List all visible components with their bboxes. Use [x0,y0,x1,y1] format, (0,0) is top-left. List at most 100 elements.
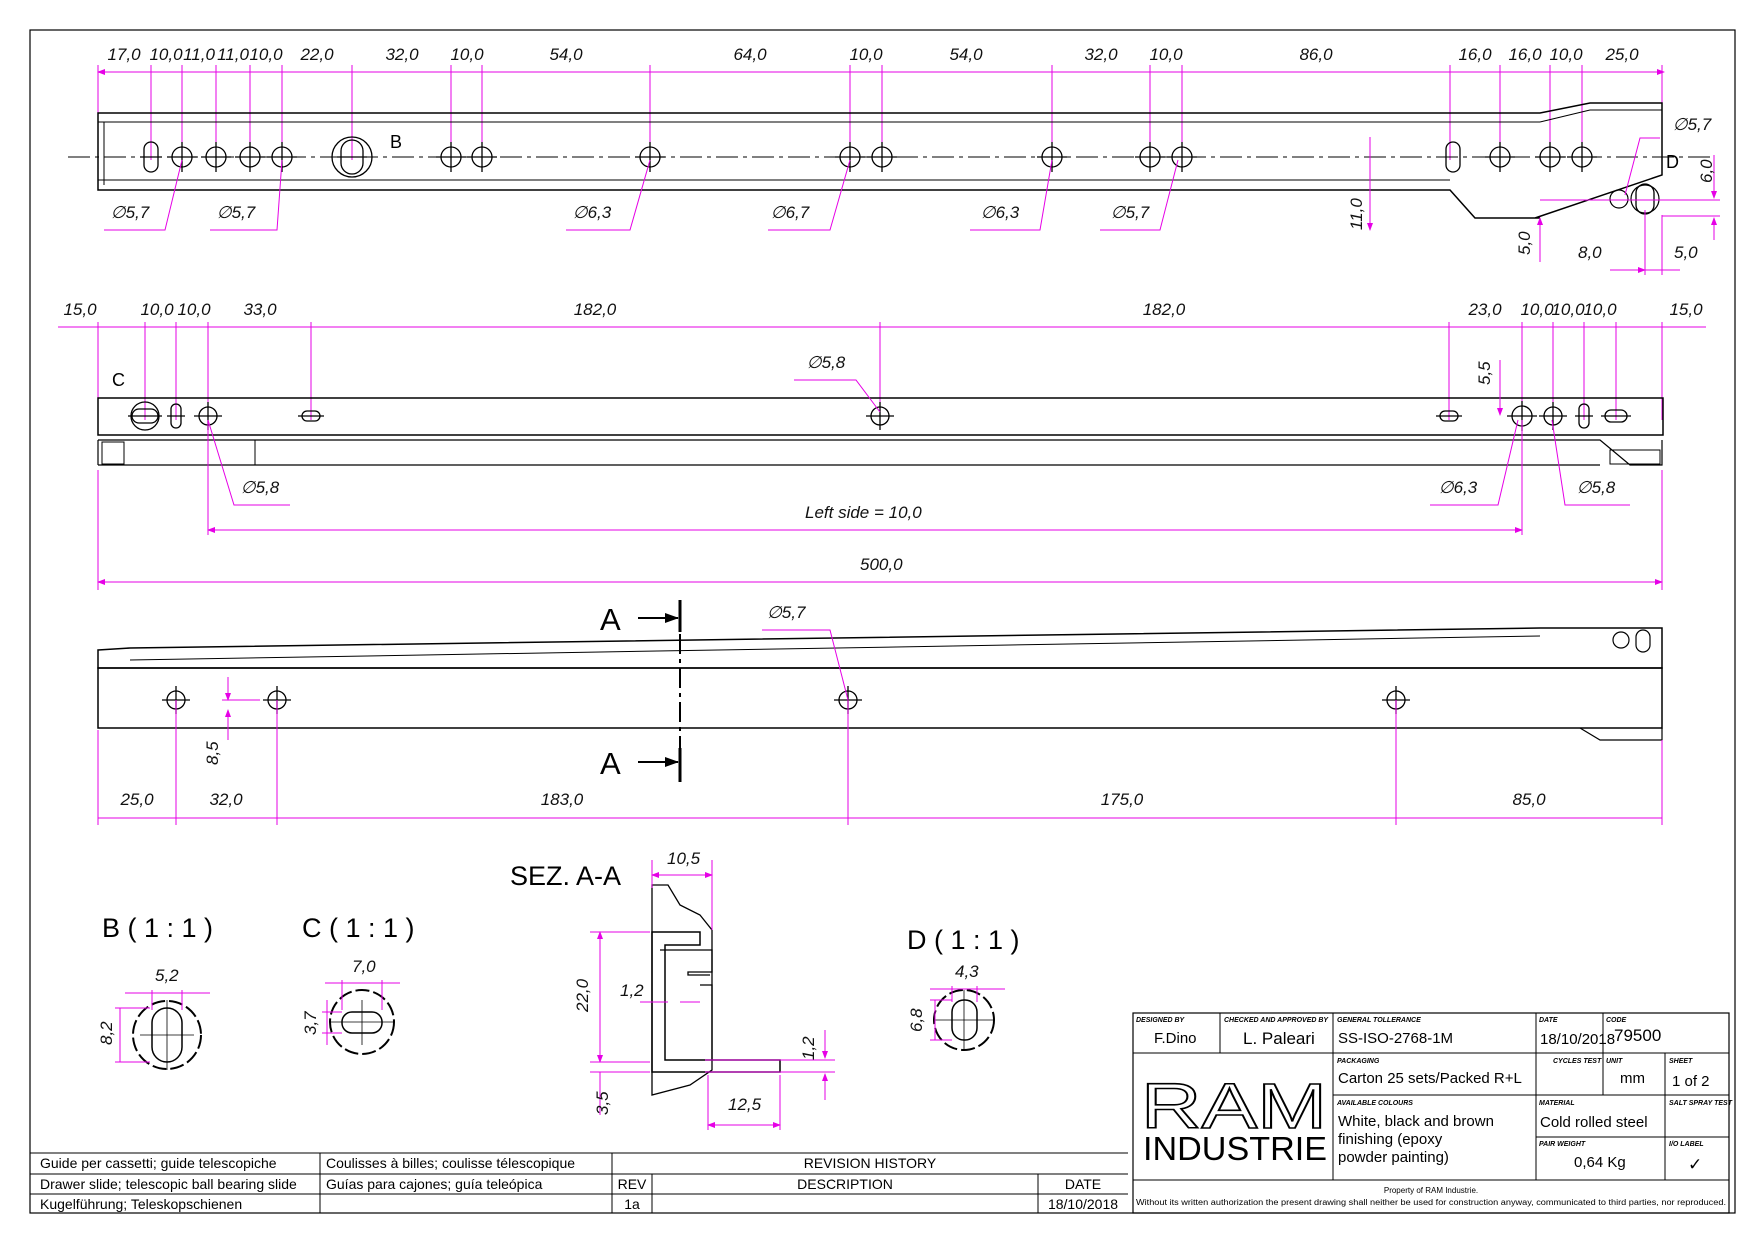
top-dim-18: 25,0 [1604,45,1639,64]
detail-c-w: 7,0 [352,957,376,976]
bot-dim-0: 25,0 [119,790,154,809]
drawing-border [29,29,1736,1214]
tb-cycles-label: CYCLES TEST [1553,1058,1602,1065]
tb-colours-3: powder painting) [1338,1149,1449,1166]
tb-sheet-label: SHEET [1669,1058,1693,1065]
rev-desc-1: Guide per cassetti; guide telescopiche [40,1155,277,1171]
top-hole-label-2: ∅6,3 [573,203,612,222]
mid-slot-3 [1436,410,1462,422]
mid-dim-0: 15,0 [63,300,97,319]
tb-weight-label: PAIR WEIGHT [1539,1141,1586,1148]
mid-slot-1 [167,403,185,429]
mid-hole-label-2: ∅6,3 [1439,478,1478,497]
top-hole-3 [267,142,297,172]
rev-title: REVISION HISTORY [804,1155,937,1171]
bot-hole-label: ∅5,7 [767,603,806,622]
mid-hole-2 [866,402,894,430]
title-block: DESIGNED BY F.Dino CHECKED AND APPROVED … [1132,1012,1733,1214]
top-dim-11: 11,0 [1347,198,1366,230]
mid-oval-c [128,408,162,424]
top-dim-11: 54,0 [949,45,983,64]
top-label-d: D [1666,152,1679,172]
top-dim-5b: 5,0 [1674,243,1698,262]
top-hole-12 [1485,142,1515,172]
bot-dim-85: 8,5 [203,741,222,765]
top-dim-5: 22,0 [299,45,334,64]
tb-code: 79500 [1614,1026,1661,1045]
top-hole-9 [1037,142,1067,172]
rev-row-rev: 1a [624,1196,640,1212]
rev-desc-5: Guías para cajones; guía teleópica [326,1176,543,1192]
mid-dim-5: 182,0 [1143,300,1186,319]
mid-dim-8: 10,0 [1551,300,1585,319]
section-aa: SEZ. A-A 10,5 22,0 1,2 3,5 12,5 [510,849,835,1130]
tb-tol: SS-ISO-2768-1M [1338,1030,1453,1047]
tb-designed: F.Dino [1154,1030,1197,1047]
top-hole-label-5: ∅5,7 [1111,203,1150,222]
detail-b: B ( 1 : 1 ) 5,2 8,2 [97,913,213,1070]
bot-dim-3: 175,0 [1101,790,1144,809]
rev-row-date: 18/10/2018 [1048,1196,1118,1212]
tb-colours-1: White, black and brown [1338,1113,1494,1130]
tb-tol-label: GENERAL TOLLERANCE [1337,1017,1421,1024]
top-hole-0 [167,142,197,172]
mid-hole-label-1: ∅5,8 [241,478,280,497]
detail-c-title: C ( 1 : 1 ) [302,913,415,943]
mid-dim-2: 10,0 [177,300,211,319]
logo-industrie: INDUSTRIE [1143,1130,1327,1167]
top-dim-4: 10,0 [249,45,283,64]
top-slot-1 [140,141,162,173]
section-dim-12b: 1,2 [799,1036,818,1060]
top-dim-3: 11,0 [217,45,249,64]
top-dim-7: 10,0 [450,45,484,64]
detail-b-w: 5,2 [155,966,179,985]
top-dim-10: 10,0 [849,45,883,64]
rev-col-date: DATE [1065,1176,1101,1192]
tb-unit-label: UNIT [1606,1058,1623,1065]
top-hole-label-1: ∅5,7 [217,203,256,222]
mid-slot-5 [1601,409,1631,423]
logo-ram: RAM [1141,1070,1327,1142]
top-dim-17: 10,0 [1549,45,1583,64]
tb-colours-2: finishing (epoxy [1338,1131,1443,1148]
tb-designed-label: DESIGNED BY [1136,1017,1186,1024]
top-dim-8: 54,0 [549,45,583,64]
top-dim-1: 10,0 [149,45,183,64]
top-hole-11 [1167,142,1197,172]
top-hole-6 [635,142,665,172]
rev-col-desc: DESCRIPTION [797,1176,893,1192]
detail-c: C ( 1 : 1 ) 7,0 3,7 [301,913,415,1055]
tb-salt-label: SALT SPRAY TEST [1669,1100,1733,1107]
top-hole-8 [867,142,897,172]
rev-desc-2: Drawer slide; telescopic ball bearing sl… [40,1176,297,1192]
top-hole-10 [1135,142,1165,172]
detail-d: D ( 1 : 1 ) 4,3 6,8 [907,925,1020,1051]
mid-dim-7: 10,0 [1520,300,1554,319]
rev-desc-3: Kugelführung; Teleskopschienen [40,1196,242,1212]
mid-dim-6: 23,0 [1467,300,1502,319]
top-dim-8: 8,0 [1578,243,1602,262]
detail-c-h: 3,7 [301,1011,320,1035]
tb-date: 18/10/2018 [1540,1031,1615,1048]
top-dim-13: 10,0 [1149,45,1183,64]
top-dim-16: 16,0 [1508,45,1542,64]
mid-slot-2 [298,410,324,422]
tb-checked-label: CHECKED AND APPROVED BY [1224,1017,1329,1024]
top-hole-label-3: ∅6,7 [771,203,810,222]
top-label-b: B [390,132,402,152]
detail-d-w: 4,3 [955,962,979,981]
mid-slot-4 [1575,403,1593,429]
bot-dim-2: 183,0 [541,790,584,809]
tb-colours-label: AVAILABLE COLOURS [1336,1100,1413,1107]
section-title: SEZ. A-A [510,861,621,891]
bot-dim-1: 32,0 [209,790,243,809]
mid-dim-10: 15,0 [1669,300,1703,319]
top-hole-14 [1567,142,1597,172]
top-dim-12: 32,0 [1084,45,1118,64]
mid-left-side: Left side = 10,0 [805,503,922,522]
section-dim-22: 22,0 [573,978,592,1013]
top-dim-14: 86,0 [1299,45,1333,64]
tb-weight: 0,64 Kg [1574,1154,1626,1171]
top-hole-label-6: ∅5,7 [1673,115,1712,134]
